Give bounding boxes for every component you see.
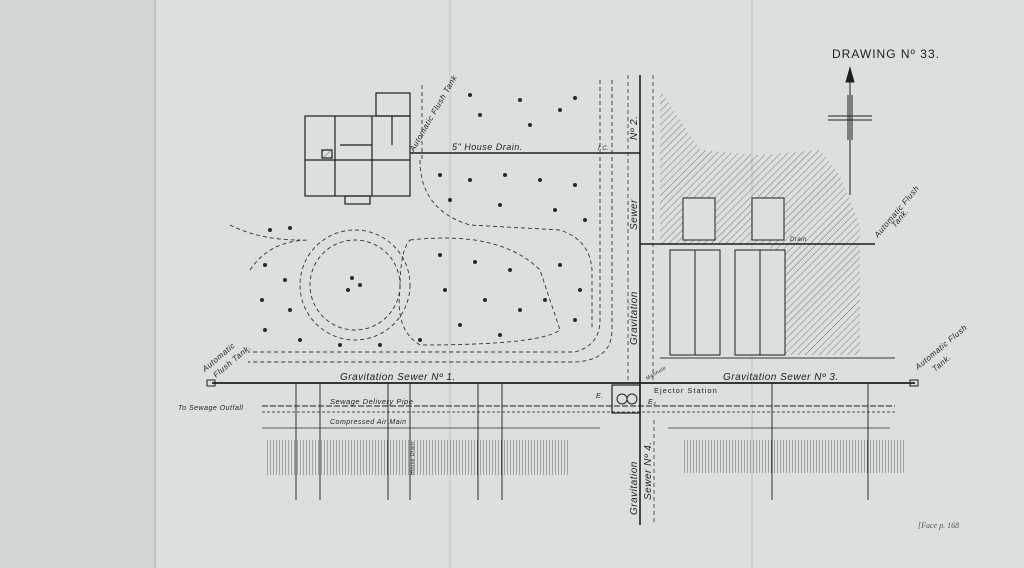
label-ejector-station: Ejector Station [654, 386, 718, 395]
label-sewer-no4-a: Gravitation [629, 461, 640, 515]
label-e2: E₂ [648, 399, 656, 406]
label-house-drain: 5" House Drain. [452, 142, 523, 152]
label-sewer-no3: Gravitation Sewer Nº 3. [723, 372, 839, 383]
label-drain: Drain [790, 237, 807, 243]
label-sewer-no4-b: Sewer Nº 4. [643, 441, 654, 500]
face-page-note: [Face p. 168 [918, 521, 959, 530]
paper-panel [155, 0, 1024, 568]
lower-houses-left [265, 440, 570, 475]
label-sewage-delivery-pipe: Sewage Delivery Pipe [330, 397, 413, 406]
paper-panel-left [0, 0, 155, 568]
label-gravitation-mid: Gravitation [629, 291, 640, 345]
label-e1: E. [596, 393, 604, 400]
label-sewer-no1: Gravitation Sewer Nº 1. [340, 372, 456, 383]
drawing-title: DRAWING Nº 33. [832, 47, 940, 61]
label-compressed-air-main: Compressed Air Main [330, 419, 407, 426]
ejector-station [611, 384, 641, 414]
house-connections [295, 383, 869, 500]
label-house-drain-vertical: House Drain [410, 442, 416, 475]
house-plan [304, 92, 411, 205]
label-sewer-no2-a: Sewer [629, 199, 640, 230]
right-houses [669, 197, 786, 356]
compass-icon [828, 66, 872, 195]
garden-trees [260, 93, 587, 347]
garden-paths [229, 80, 613, 363]
label-sewer-no2-b: Nº 2. [629, 116, 640, 141]
label-to-sewage-outfall: To Sewage Outfall [178, 405, 243, 412]
lower-houses-right [682, 440, 904, 473]
label-ic: I.C. [598, 146, 609, 152]
